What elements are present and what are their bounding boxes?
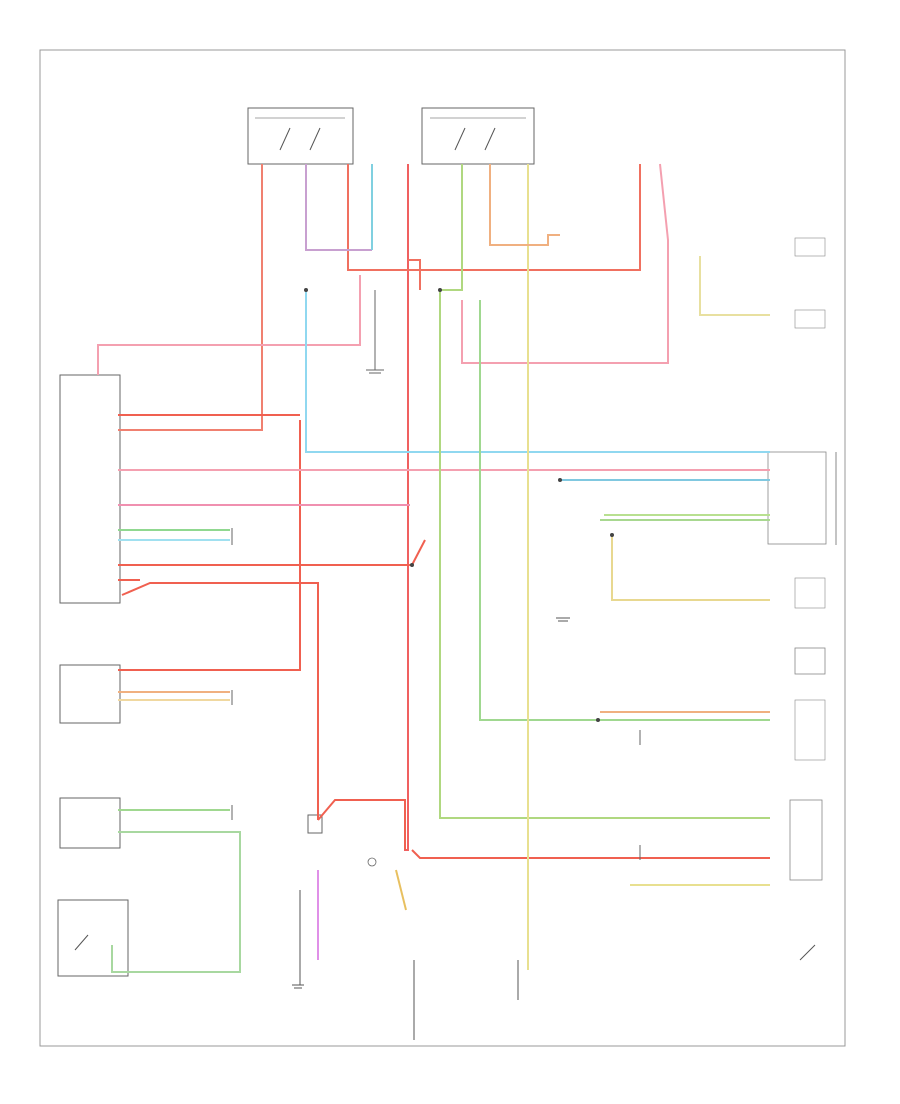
wire-yellow-2: [699, 256, 770, 316]
right-component-4: [794, 699, 826, 761]
battery-symbol: [307, 814, 323, 834]
wire-cyan-1: [305, 290, 770, 453]
right-component-1: [794, 237, 826, 257]
wire-red-4: [408, 259, 421, 290]
wire-red-1: [118, 164, 263, 431]
right-component-2: [794, 309, 826, 329]
fuse-block-center: [421, 107, 535, 165]
wire-green-7: [118, 831, 241, 840]
wire-red-2: [404, 164, 409, 851]
ground-g2: [556, 617, 570, 622]
pressure-switch-box: [794, 647, 826, 675]
wire-orange-1: [395, 869, 407, 911]
splice-2: [410, 563, 414, 567]
splice-6: [558, 478, 562, 482]
wire-red-3: [347, 164, 641, 271]
wire-pink-4: [461, 163, 669, 364]
splice-3: [596, 718, 600, 722]
wire-red-5: [118, 420, 301, 671]
wire-green-6: [111, 840, 241, 973]
wire-pink-1: [97, 275, 361, 375]
right-connector-main: [767, 451, 837, 545]
wire-violet-1: [305, 164, 372, 251]
wire-red-11: [411, 539, 426, 566]
splice-5: [610, 533, 614, 537]
powertrain-module-box: [59, 374, 121, 604]
splice-points: [304, 288, 614, 722]
wire-harness: [97, 163, 770, 973]
transmission-module-box: [59, 797, 121, 849]
wire-yellow-4: [611, 535, 770, 601]
engine-module-box: [789, 799, 823, 881]
wire-orange-2: [489, 164, 560, 246]
ground-g1: [292, 984, 304, 989]
wire-red-8: [121, 582, 319, 820]
splice-1: [304, 288, 308, 292]
wire-green-2: [479, 300, 770, 721]
ignition-switch: [367, 857, 377, 867]
fuse-block-left: [247, 107, 354, 165]
backup-switch-box: [57, 899, 129, 977]
right-component-3: [794, 577, 826, 609]
transmission-range-switch: [799, 944, 816, 961]
instrument-cluster-box: [59, 664, 121, 724]
diagram-frame: [39, 49, 846, 1047]
wire-red-9: [317, 799, 406, 850]
wire-red-10: [411, 849, 770, 859]
splice-4: [438, 288, 442, 292]
ground-stubs: [231, 290, 641, 1040]
